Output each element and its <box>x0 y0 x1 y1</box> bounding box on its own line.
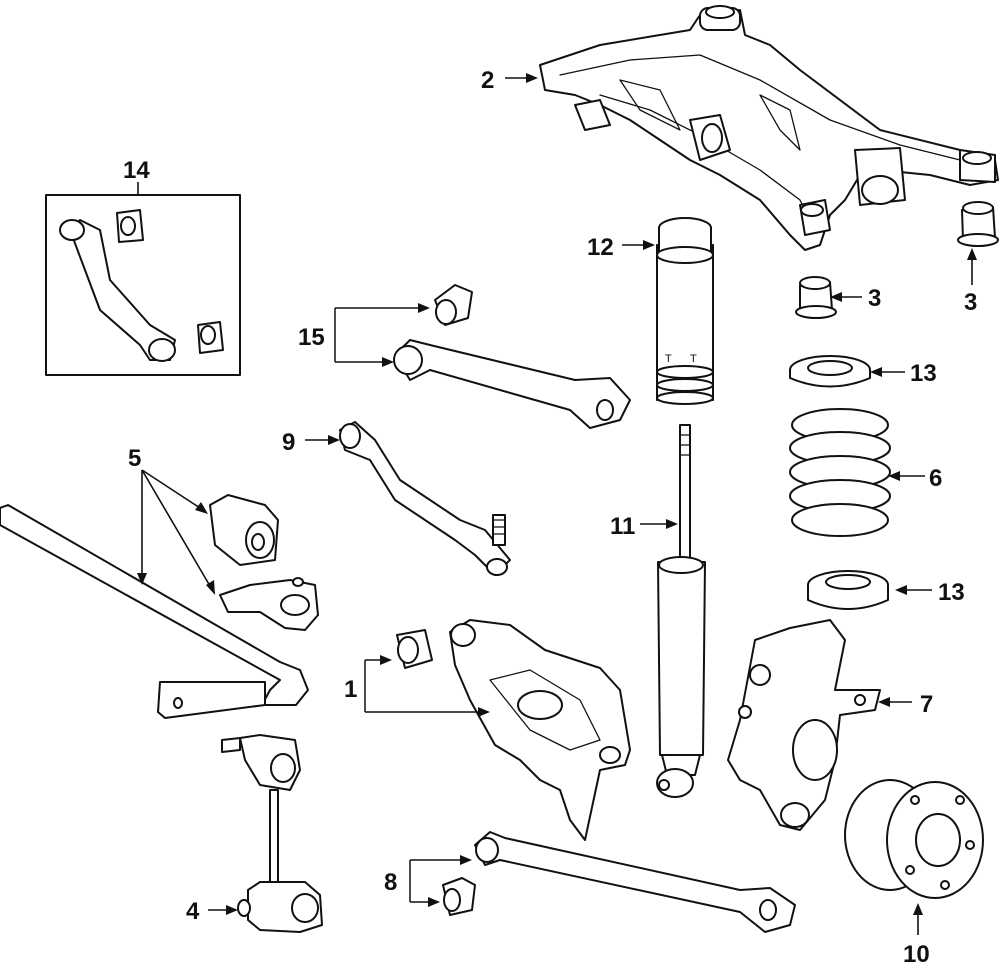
part-10-hub-bearing <box>844 779 984 899</box>
part-5-stabilizer-bracket <box>219 577 319 631</box>
part-5-stabilizer-bar <box>0 504 309 719</box>
part-14-arm-assembly-box <box>45 194 241 376</box>
part-13-lower-spring-seat <box>807 570 889 610</box>
part-3-bushing-left <box>795 276 837 319</box>
part-8-bushing <box>442 877 476 916</box>
part-12-dust-boot: T T <box>656 217 714 405</box>
part-1-lower-arm <box>449 619 631 841</box>
callout-3-left: 3 <box>868 285 881 312</box>
leader-lines <box>137 73 977 935</box>
callout-13-upper: 13 <box>910 360 937 387</box>
part-2-subframe <box>539 5 999 251</box>
callout-7: 7 <box>920 691 933 718</box>
part-8-lateral-link <box>474 831 796 933</box>
part-15-upper-arm <box>393 339 631 429</box>
svg-text:T: T <box>665 353 672 365</box>
callout-5: 5 <box>128 445 141 472</box>
part-11-shock-absorber <box>656 424 706 798</box>
callout-6: 6 <box>929 465 942 492</box>
part-6-coil-spring <box>789 408 891 537</box>
part-3-bushing-right <box>957 201 999 247</box>
callout-4: 4 <box>186 898 200 925</box>
part-1-bushing <box>396 629 433 669</box>
callout-13-lower: 13 <box>938 579 965 606</box>
callout-9: 9 <box>282 429 295 456</box>
callout-3-right: 3 <box>964 289 977 316</box>
part-9-control-arm <box>339 421 511 576</box>
callout-14: 14 <box>123 157 150 184</box>
callout-2: 2 <box>481 67 494 94</box>
callout-numbers: 2 3 3 12 13 13 6 11 9 15 14 5 1 7 4 8 10 <box>123 67 977 968</box>
callout-1: 1 <box>344 676 357 703</box>
callout-12: 12 <box>587 234 614 261</box>
part-5-stabilizer-bushing <box>209 494 279 566</box>
part-7-knuckle <box>727 619 881 831</box>
callout-15: 15 <box>298 324 325 351</box>
part-13-upper-spring-seat <box>789 355 871 388</box>
callout-10: 10 <box>903 941 930 968</box>
callout-8: 8 <box>384 869 397 896</box>
svg-text:T: T <box>690 353 697 365</box>
part-15-bushing <box>434 284 473 326</box>
part-4-stabilizer-link <box>221 734 323 933</box>
callout-11: 11 <box>610 513 635 540</box>
